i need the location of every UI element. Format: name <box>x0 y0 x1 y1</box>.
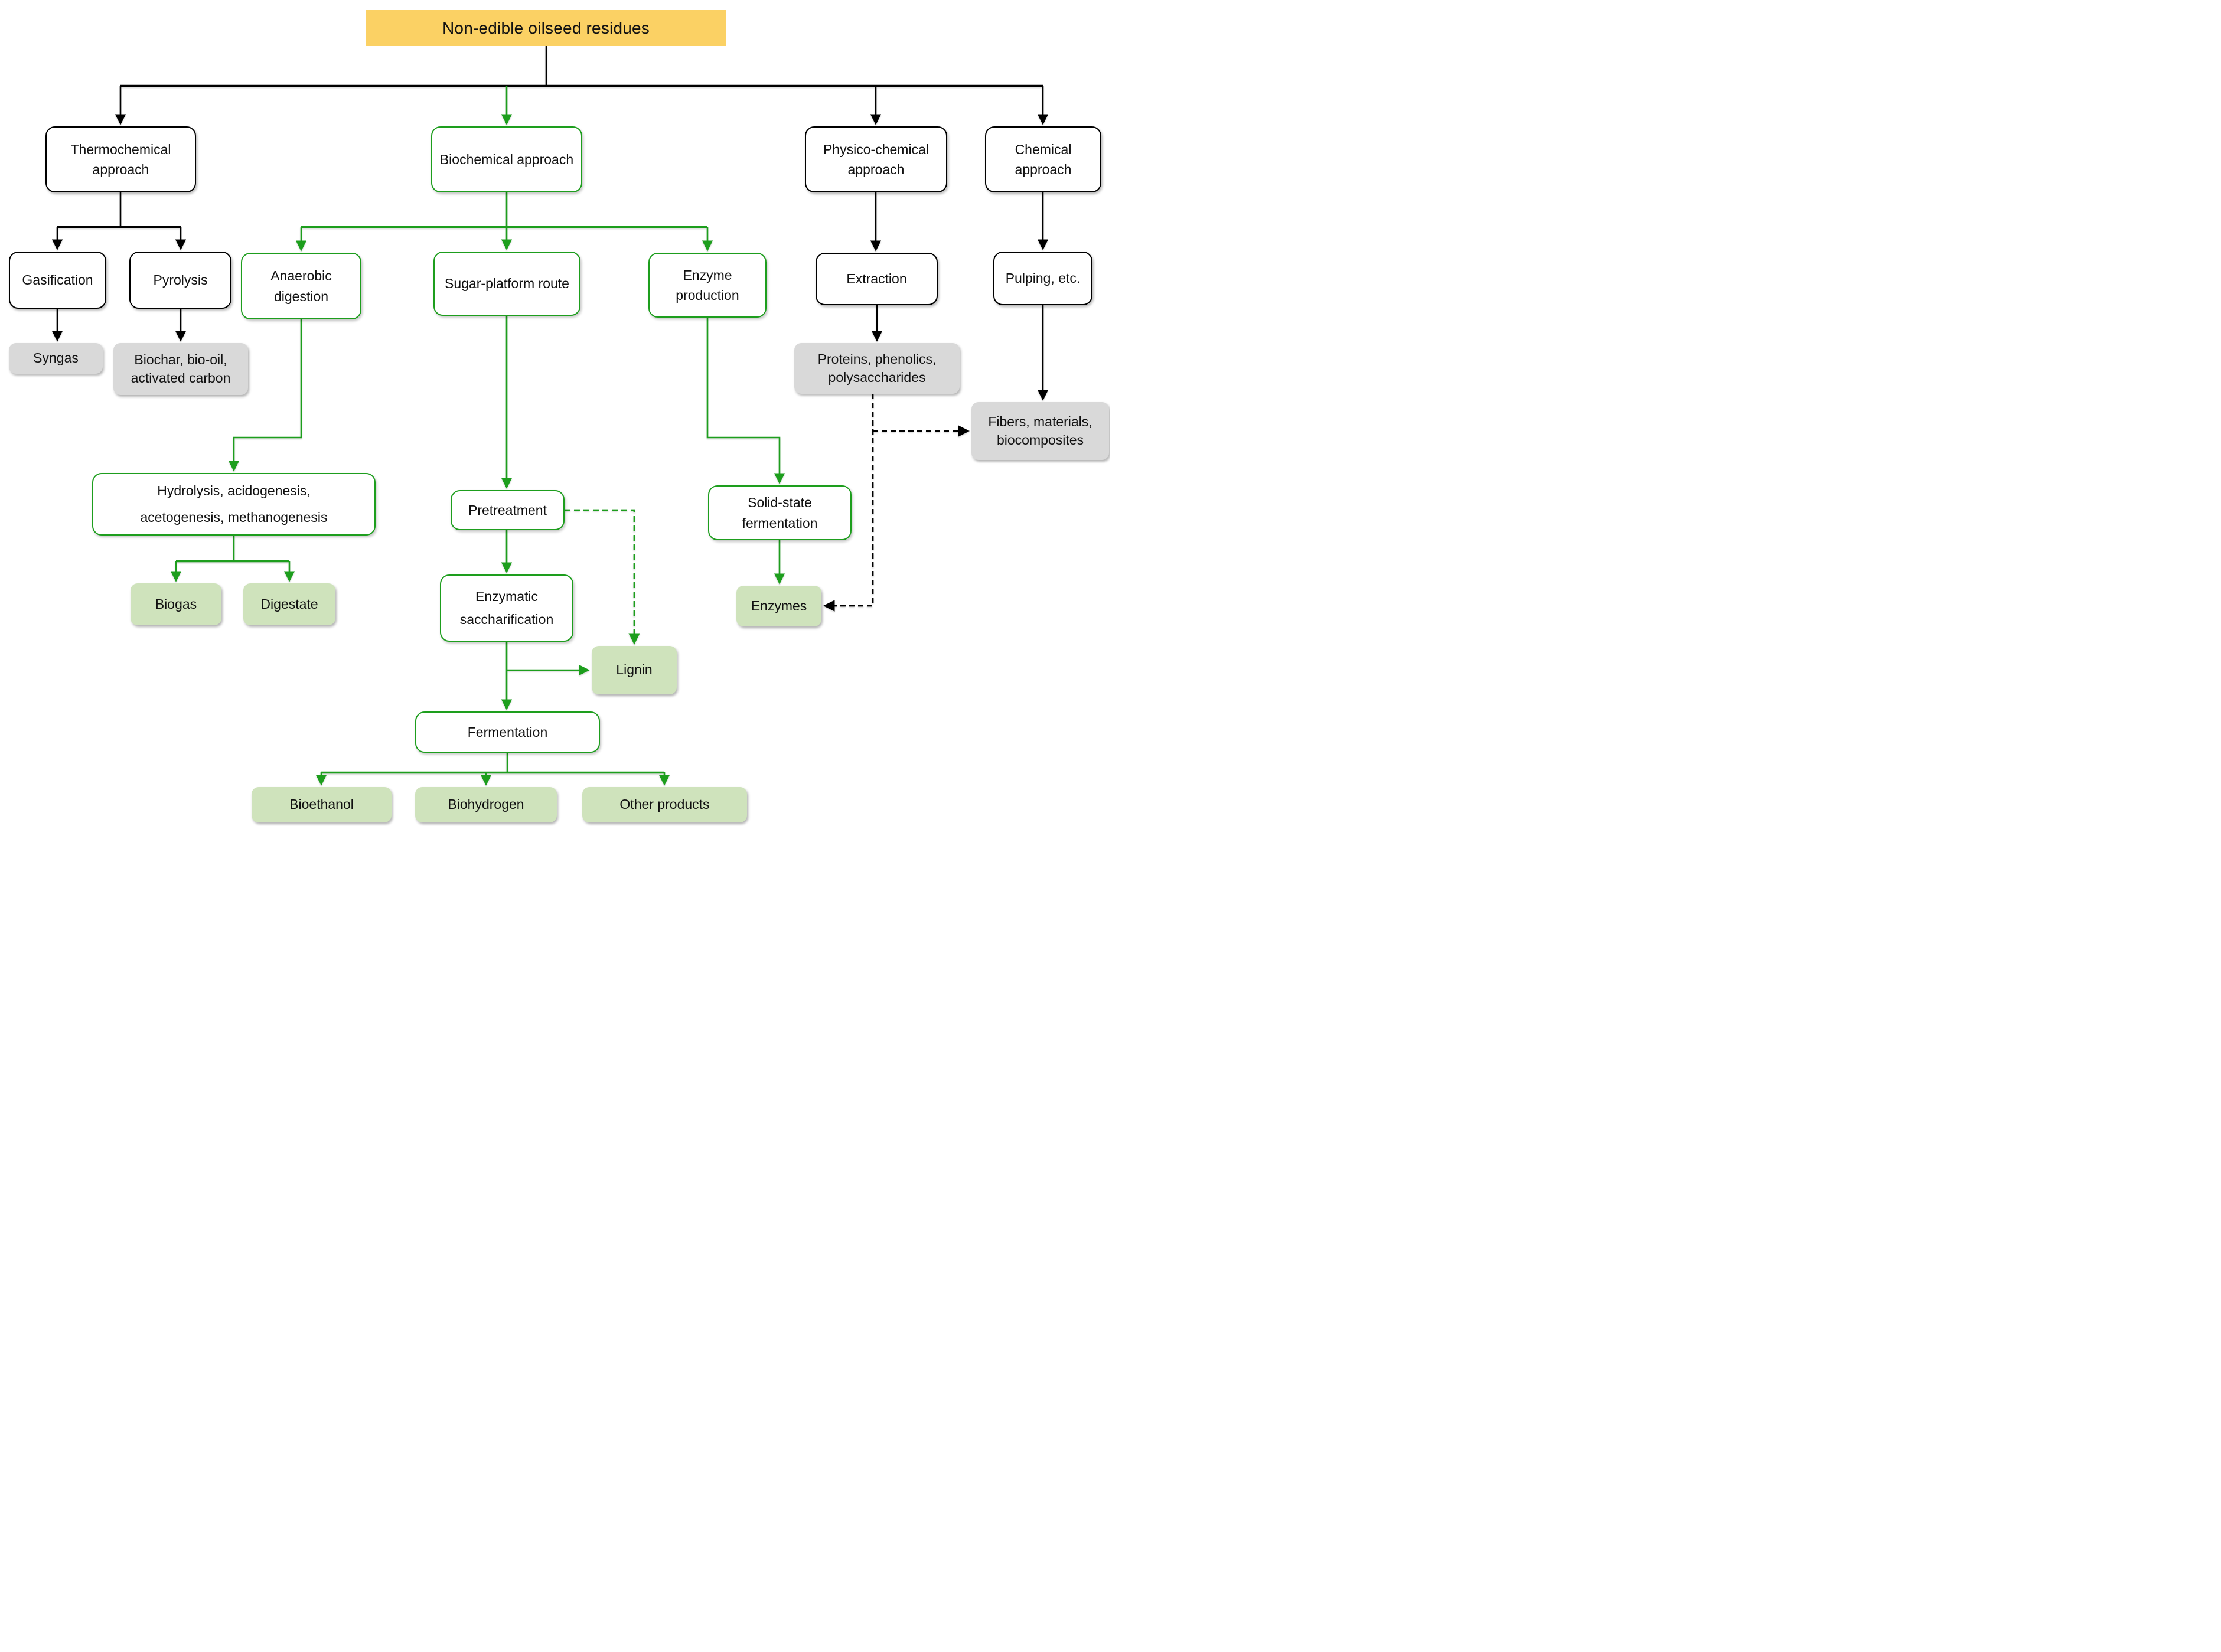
node-gasification: Gasification <box>9 252 106 309</box>
node-physico-chemical-approach: Physico-chemical approach <box>805 126 947 192</box>
node-biohydrogen: Biohydrogen <box>415 787 557 822</box>
node-pyrolysis: Pyrolysis <box>129 252 231 309</box>
node-non-edible-oilseed-residues: Non-edible oilseed residues <box>366 10 726 46</box>
node-pretreatment: Pretreatment <box>451 490 565 530</box>
node-sugar-platform-route: Sugar-platform route <box>433 252 580 316</box>
node-enzymes: Enzymes <box>736 586 821 626</box>
edge-enzymeprod-to-solidstate <box>706 318 785 484</box>
node-pulping-etc: Pulping, etc. <box>993 252 1092 305</box>
node-biogas: Biogas <box>131 583 221 625</box>
edges-layer <box>51 46 1049 786</box>
edge-pretreatment-to-lignin-dashed <box>565 509 640 645</box>
node-digestate: Digestate <box>243 583 335 625</box>
node-other-products: Other products <box>582 787 747 822</box>
node-bioethanol: Bioethanol <box>252 787 392 822</box>
node-extraction: Extraction <box>816 253 938 305</box>
node-proteins-phenolics-polysaccharides: Proteins, phenolics, polysaccharides <box>794 343 960 394</box>
flowchart-canvas: Non-edible oilseed residues Thermochemic… <box>0 0 1110 826</box>
node-solid-state-fermentation: Solid-state fermentation <box>708 485 852 540</box>
node-biochar-bio-oil-activated-carbon: Biochar, bio-oil, activated carbon <box>113 343 248 395</box>
edge-proteins-to-enzymes-dashed <box>823 394 874 612</box>
node-lignin: Lignin <box>592 646 677 694</box>
node-hydrolysis-acidogenesis-acetogenesis-methanogenesis: Hydrolysis, acidogenesis, acetogenesis, … <box>92 473 376 536</box>
node-enzymatic-saccharification: Enzymatic saccharification <box>440 574 573 642</box>
node-thermochemical-approach: Thermochemical approach <box>45 126 196 192</box>
node-enzyme-production: Enzyme production <box>648 253 767 318</box>
node-syngas: Syngas <box>9 343 103 374</box>
node-fermentation: Fermentation <box>415 711 600 753</box>
node-biochemical-approach: Biochemical approach <box>431 126 582 192</box>
node-anaerobic-digestion: Anaerobic digestion <box>241 253 361 319</box>
edge-anaerobic-to-hydrolysis <box>228 319 302 472</box>
node-chemical-approach: Chemical approach <box>985 126 1101 192</box>
node-fibers-materials-biocomposites: Fibers, materials, biocomposites <box>971 402 1109 460</box>
